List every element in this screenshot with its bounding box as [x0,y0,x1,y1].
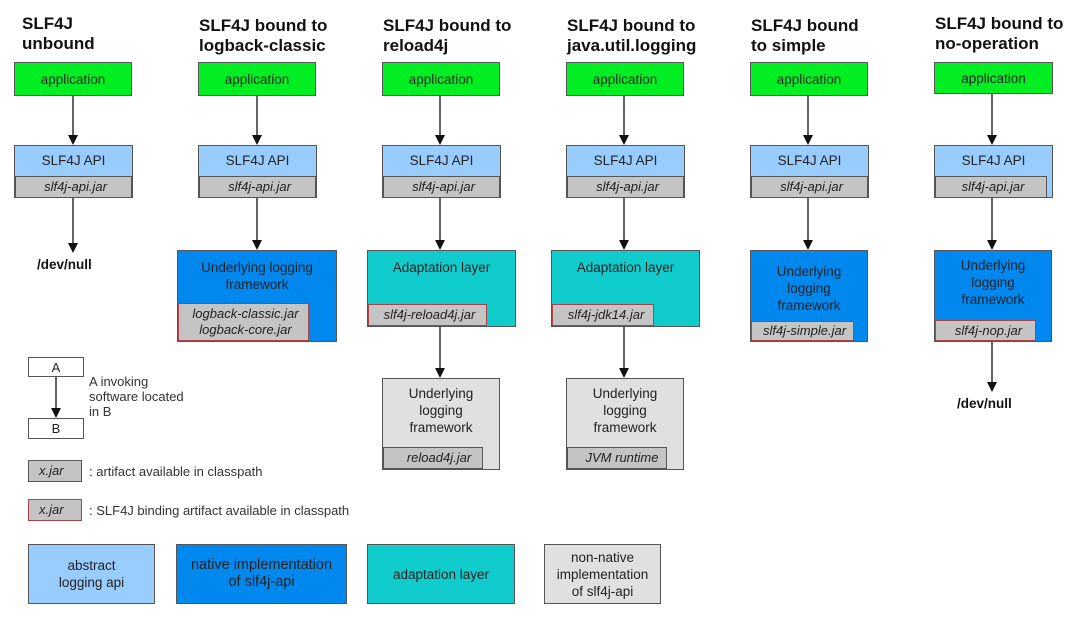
slf4j-api-jar: slf4j-api.jar [567,176,684,198]
legend-artifact-jar: x.jar [28,460,82,482]
application-box: application [566,62,684,96]
logback-core-jar: logback-core.jar [199,322,292,337]
slf4j-api-box: SLF4J API slf4j-api.jar [198,145,317,198]
legend-invoke-text: A invoking software located in B [89,374,184,419]
dev-null-label: /dev/null [957,396,1012,411]
non-native-impl-box: Underlying logging framework JVM runtime [566,378,684,470]
native-impl-label: Underlying logging framework [776,264,842,313]
native-impl-label: Underlying logging framework [960,258,1026,307]
binding-jar: slf4j-nop.jar [935,320,1036,341]
slf4j-api-box: SLF4J API slf4j-api.jar [934,145,1053,198]
adaptation-layer-box: Adaptation layer slf4j-jdk14.jar [551,250,700,327]
slf4j-api-label: SLF4J API [777,153,842,168]
application-box: application [382,62,500,96]
legend-binding-jar: x.jar [28,499,82,521]
slf4j-api-jar: slf4j-api.jar [383,176,500,198]
binding-jars: logback-classic.jar logback-core.jar [178,303,309,341]
column-title-nop: SLF4J bound to no-operation [935,14,1064,53]
legend-artifact-text: : artifact available in classpath [89,464,263,479]
native-impl-label: Underlying logging framework [201,260,313,292]
underlying-framework-label: Underlying logging framework [408,386,474,435]
slf4j-api-jar: slf4j-api.jar [751,176,868,198]
non-native-impl-box: Underlying logging framework reload4j.ja… [382,378,500,470]
slf4j-api-box: SLF4J API slf4j-api.jar [382,145,501,198]
binding-jar: slf4j-jdk14.jar [552,304,654,326]
column-title-logback: SLF4J bound to logback-classic [199,16,328,55]
slf4j-api-jar: slf4j-api.jar [199,176,316,198]
adaptation-layer-box: Adaptation layer slf4j-reload4j.jar [367,250,516,327]
column-title-reload4j: SLF4J bound to reload4j [383,16,512,55]
column-title-jul: SLF4J bound to java.util.logging [567,16,697,55]
legend-binding-text: : SLF4J binding artifact available in cl… [89,503,350,518]
dev-null-label: /dev/null [37,257,92,272]
slf4j-api-box: SLF4J API slf4j-api.jar [750,145,869,198]
adaptation-layer-label: Adaptation layer [576,260,675,275]
legend-box-b: B [28,418,84,439]
application-box: application [14,62,132,96]
slf4j-api-label: SLF4J API [409,153,474,168]
column-title-unbound: SLF4J unbound [22,14,95,53]
legend-swatch-native-impl: native implementation of slf4j-api [176,544,347,604]
slf4j-api-label: SLF4J API [41,153,106,168]
slf4j-api-box: SLF4J API slf4j-api.jar [566,145,685,198]
legend-box-a: A [28,357,84,377]
legend-swatch-non-native-impl: non-native implementation of slf4j-api [544,544,661,604]
legend-swatch-abstract-api: abstract logging api [28,544,155,604]
slf4j-api-jar: slf4j-api.jar [935,176,1047,198]
native-impl-box: Underlying logging framework slf4j-nop.j… [934,250,1052,342]
native-impl-box: Underlying logging framework slf4j-simpl… [750,250,868,342]
binding-jar: slf4j-reload4j.jar [368,304,487,326]
slf4j-api-box: SLF4J API slf4j-api.jar [14,145,133,198]
jvm-runtime-jar: JVM runtime [567,447,667,469]
reload4j-jar: reload4j.jar [383,447,483,469]
native-impl-box: Underlying logging framework logback-cla… [177,250,337,342]
column-title-simple: SLF4J bound to simple [751,16,859,55]
legend-swatch-adaptation-layer: adaptation layer [367,544,515,604]
underlying-framework-label: Underlying logging framework [592,386,658,435]
application-box: application [198,62,316,96]
slf4j-api-label: SLF4J API [593,153,658,168]
application-box: application [750,62,868,96]
slf4j-api-jar: slf4j-api.jar [15,176,132,198]
adaptation-layer-label: Adaptation layer [392,260,491,275]
slf4j-api-label: SLF4J API [225,153,290,168]
logback-classic-jar: logback-classic.jar [192,306,299,321]
slf4j-api-label: SLF4J API [961,153,1026,168]
binding-jar: slf4j-simple.jar [751,321,854,341]
application-box: application [934,62,1053,94]
